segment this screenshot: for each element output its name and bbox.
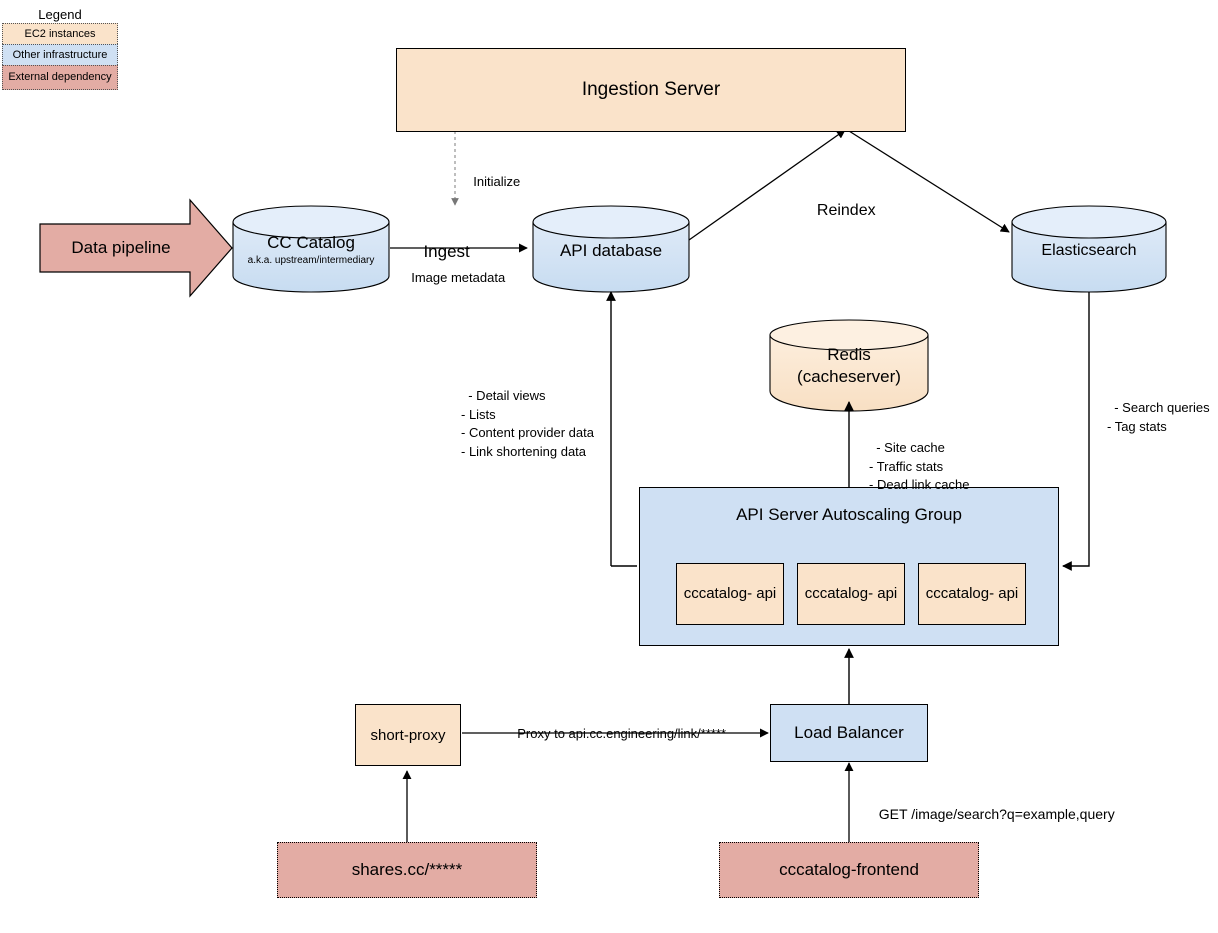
edge-label-search-items: - Search queries - Tag stats — [1107, 381, 1210, 436]
legend: Legend EC2 instances Other infrastructur… — [2, 7, 118, 90]
node-api-database[interactable]: API database — [533, 232, 689, 270]
legend-item-infrastructure: Other infrastructure — [2, 44, 118, 65]
edge-label-cache-items: - Site cache - Traffic stats - Dead link… — [869, 421, 969, 495]
cc-catalog-label: CC Catalog — [267, 232, 355, 252]
initialize-text: Initialize — [473, 174, 521, 190]
api-database-cylinder — [532, 205, 690, 293]
asg-title: API Server Autoscaling Group — [736, 505, 962, 524]
search-items-text: - Search queries - Tag stats — [1107, 400, 1210, 434]
elasticsearch-cylinder — [1011, 205, 1167, 293]
edge-reindex-in — [688, 129, 846, 241]
legend-item-ec2: EC2 instances — [2, 23, 118, 44]
edge-label-ingest: Ingest — [414, 219, 470, 264]
node-cccatalog-api-1[interactable]: cccatalog- api — [676, 563, 784, 625]
image-metadata-text: Image metadata — [411, 270, 506, 286]
reindex-text: Reindex — [816, 202, 876, 220]
cache-items-text: - Site cache - Traffic stats - Dead link… — [869, 440, 970, 493]
short-proxy-label: short-proxy — [370, 726, 446, 744]
edge-label-reindex: Reindex — [808, 179, 876, 221]
edge-reindex-out — [848, 130, 1010, 233]
node-shares-cc[interactable]: shares.cc/***** — [277, 842, 537, 898]
proxy-to-text: Proxy to api.cc.engineering/link/***** — [517, 726, 727, 742]
node-cccatalog-api-3[interactable]: cccatalog- api — [918, 563, 1026, 625]
ingestion-server-label: Ingestion Server — [581, 79, 721, 100]
load-balancer-label: Load Balancer — [794, 723, 904, 742]
edge-label-get-request: GET /image/search?q=example,query — [871, 787, 1115, 824]
data-pipeline-label: Data pipeline — [71, 238, 171, 257]
ingest-text: Ingest — [423, 242, 470, 262]
shares-cc-label: shares.cc/***** — [351, 860, 463, 879]
cc-catalog-sublabel: a.k.a. upstream/intermediary — [247, 254, 375, 266]
node-ingestion-server[interactable]: Ingestion Server — [396, 48, 906, 132]
cccatalog-api-1-label: cccatalog- api — [683, 585, 777, 603]
node-data-pipeline[interactable]: Data pipeline — [46, 232, 196, 264]
edge-label-initialize: Initialize — [466, 156, 520, 190]
cccatalog-api-2-label: cccatalog- api — [804, 585, 898, 603]
edge-search — [1062, 292, 1090, 571]
redis-label-line2: (cacheserver) — [797, 367, 901, 386]
elasticsearch-label: Elasticsearch — [1041, 242, 1137, 259]
node-elasticsearch[interactable]: Elasticsearch — [1012, 232, 1166, 270]
get-request-text: GET /image/search?q=example,query — [878, 806, 1115, 823]
redis-cylinder — [769, 319, 929, 412]
cccatalog-api-3-label: cccatalog- api — [925, 585, 1019, 603]
legend-title: Legend — [38, 7, 82, 22]
node-redis[interactable]: Redis (cacheserver) — [770, 340, 928, 392]
cc-catalog-cylinder — [232, 205, 390, 293]
legend-item-external: External dependency — [2, 65, 118, 90]
data-pipeline-arrow-shape — [39, 198, 233, 298]
redis-label-line1: Redis — [827, 345, 871, 365]
edge-label-proxy-to: Proxy to api.cc.engineering/link/***** — [510, 708, 726, 742]
edge-label-image-metadata: Image metadata — [404, 252, 505, 286]
api-database-label: API database — [559, 241, 663, 260]
node-cc-catalog[interactable]: CC Catalog a.k.a. upstream/intermediary — [233, 226, 389, 272]
node-load-balancer[interactable]: Load Balancer — [770, 704, 928, 762]
node-cccatalog-frontend[interactable]: cccatalog-frontend — [719, 842, 979, 898]
db-queries-text: - Detail views - Lists - Content provide… — [461, 388, 594, 459]
edge-label-db-queries: - Detail views - Lists - Content provide… — [461, 369, 594, 461]
node-short-proxy[interactable]: short-proxy — [355, 704, 461, 766]
node-cccatalog-api-2[interactable]: cccatalog- api — [797, 563, 905, 625]
cccatalog-frontend-label: cccatalog-frontend — [779, 860, 919, 879]
